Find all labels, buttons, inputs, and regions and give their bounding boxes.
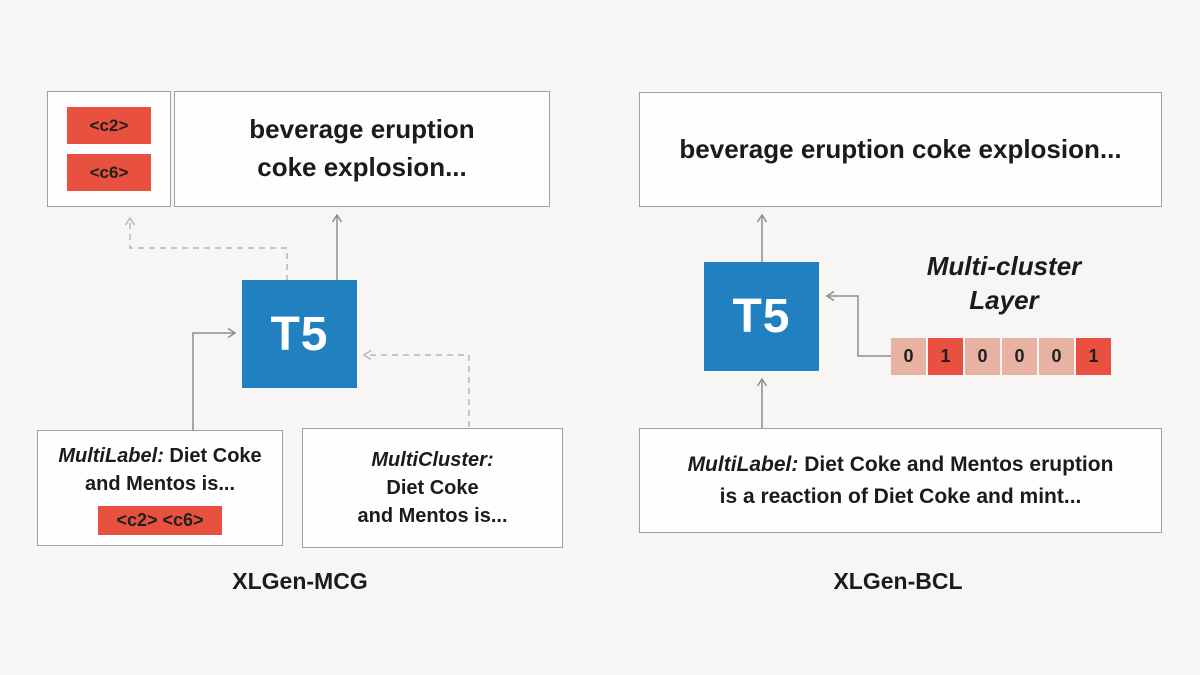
- multilabel-line1-rest: Diet Coke: [169, 444, 262, 467]
- multilabel-input-box-right: MultiLabel: Diet Coke and Mentos eruptio…: [639, 428, 1162, 533]
- arrow-vector-to-t5: [825, 290, 891, 357]
- cluster-tags-output-box: <c2> <c6>: [47, 91, 171, 207]
- caption-xlgen-bcl: XLGen-BCL: [833, 568, 963, 594]
- multicluster-line3: and Mentos is...: [357, 505, 508, 527]
- vector-cell: 1: [1076, 338, 1111, 375]
- multicluster-line2: Diet Coke: [386, 477, 479, 499]
- multilabel-prefix: MultiLabel:: [58, 444, 164, 467]
- multilabel-input-box-left: MultiLabel: Diet Coke and Mentos is... <…: [37, 430, 283, 546]
- multi-cluster-layer-label: Multi-cluster Layer: [894, 250, 1114, 318]
- t5-block-right: T5: [704, 262, 819, 371]
- keywords-line: beverage eruption coke explosion...: [679, 133, 1122, 164]
- vector-cell: 0: [965, 338, 1000, 375]
- vector-cell: 1: [928, 338, 963, 375]
- cluster-tag-c2: <c2>: [67, 107, 151, 144]
- arrow-multicluster-to-t5-dashed: [362, 349, 470, 427]
- multilabel-right-prefix: MultiLabel:: [687, 453, 799, 476]
- multicluster-input-box: MultiCluster: Diet Coke and Mentos is...: [302, 428, 563, 548]
- keywords-line1: beverage eruption: [249, 114, 475, 145]
- vector-cell: 0: [1002, 338, 1037, 375]
- keywords-line2: coke explosion...: [257, 152, 467, 182]
- vector-cell: 0: [1039, 338, 1074, 375]
- caption-xlgen-mcg: XLGen-MCG: [232, 568, 368, 594]
- input-cluster-tags: <c2> <c6>: [98, 505, 222, 535]
- multilabel-line1: MultiLabel: Diet Coke: [58, 442, 261, 470]
- layer-label-line1: Multi-cluster: [926, 251, 1082, 281]
- multilabel-right-line2: is a reaction of Diet Coke and mint...: [719, 484, 1082, 508]
- vector-cell: 0: [891, 338, 926, 375]
- layer-label-line2: Layer: [969, 284, 1039, 315]
- arrow-t5-to-cluster-tags-dashed: [124, 216, 288, 281]
- cluster-tag-c6: <c6>: [67, 154, 151, 191]
- multicluster-prefix: MultiCluster:: [371, 449, 494, 471]
- multilabel-right-line1: MultiLabel: Diet Coke and Mentos eruptio…: [688, 449, 1114, 481]
- t5-block-left: T5: [242, 280, 357, 388]
- binary-cluster-vector: 0 1 0 0 0 1: [891, 338, 1111, 375]
- generated-keywords-box-left: beverage eruption coke explosion...: [174, 91, 550, 207]
- arrow-multilabel-to-t5-left: [192, 327, 237, 430]
- multilabel-right-line1-rest: Diet Coke and Mentos eruption: [804, 453, 1114, 476]
- multilabel-line2: and Mentos is...: [84, 472, 236, 495]
- generated-keywords-box-right: beverage eruption coke explosion...: [639, 92, 1162, 207]
